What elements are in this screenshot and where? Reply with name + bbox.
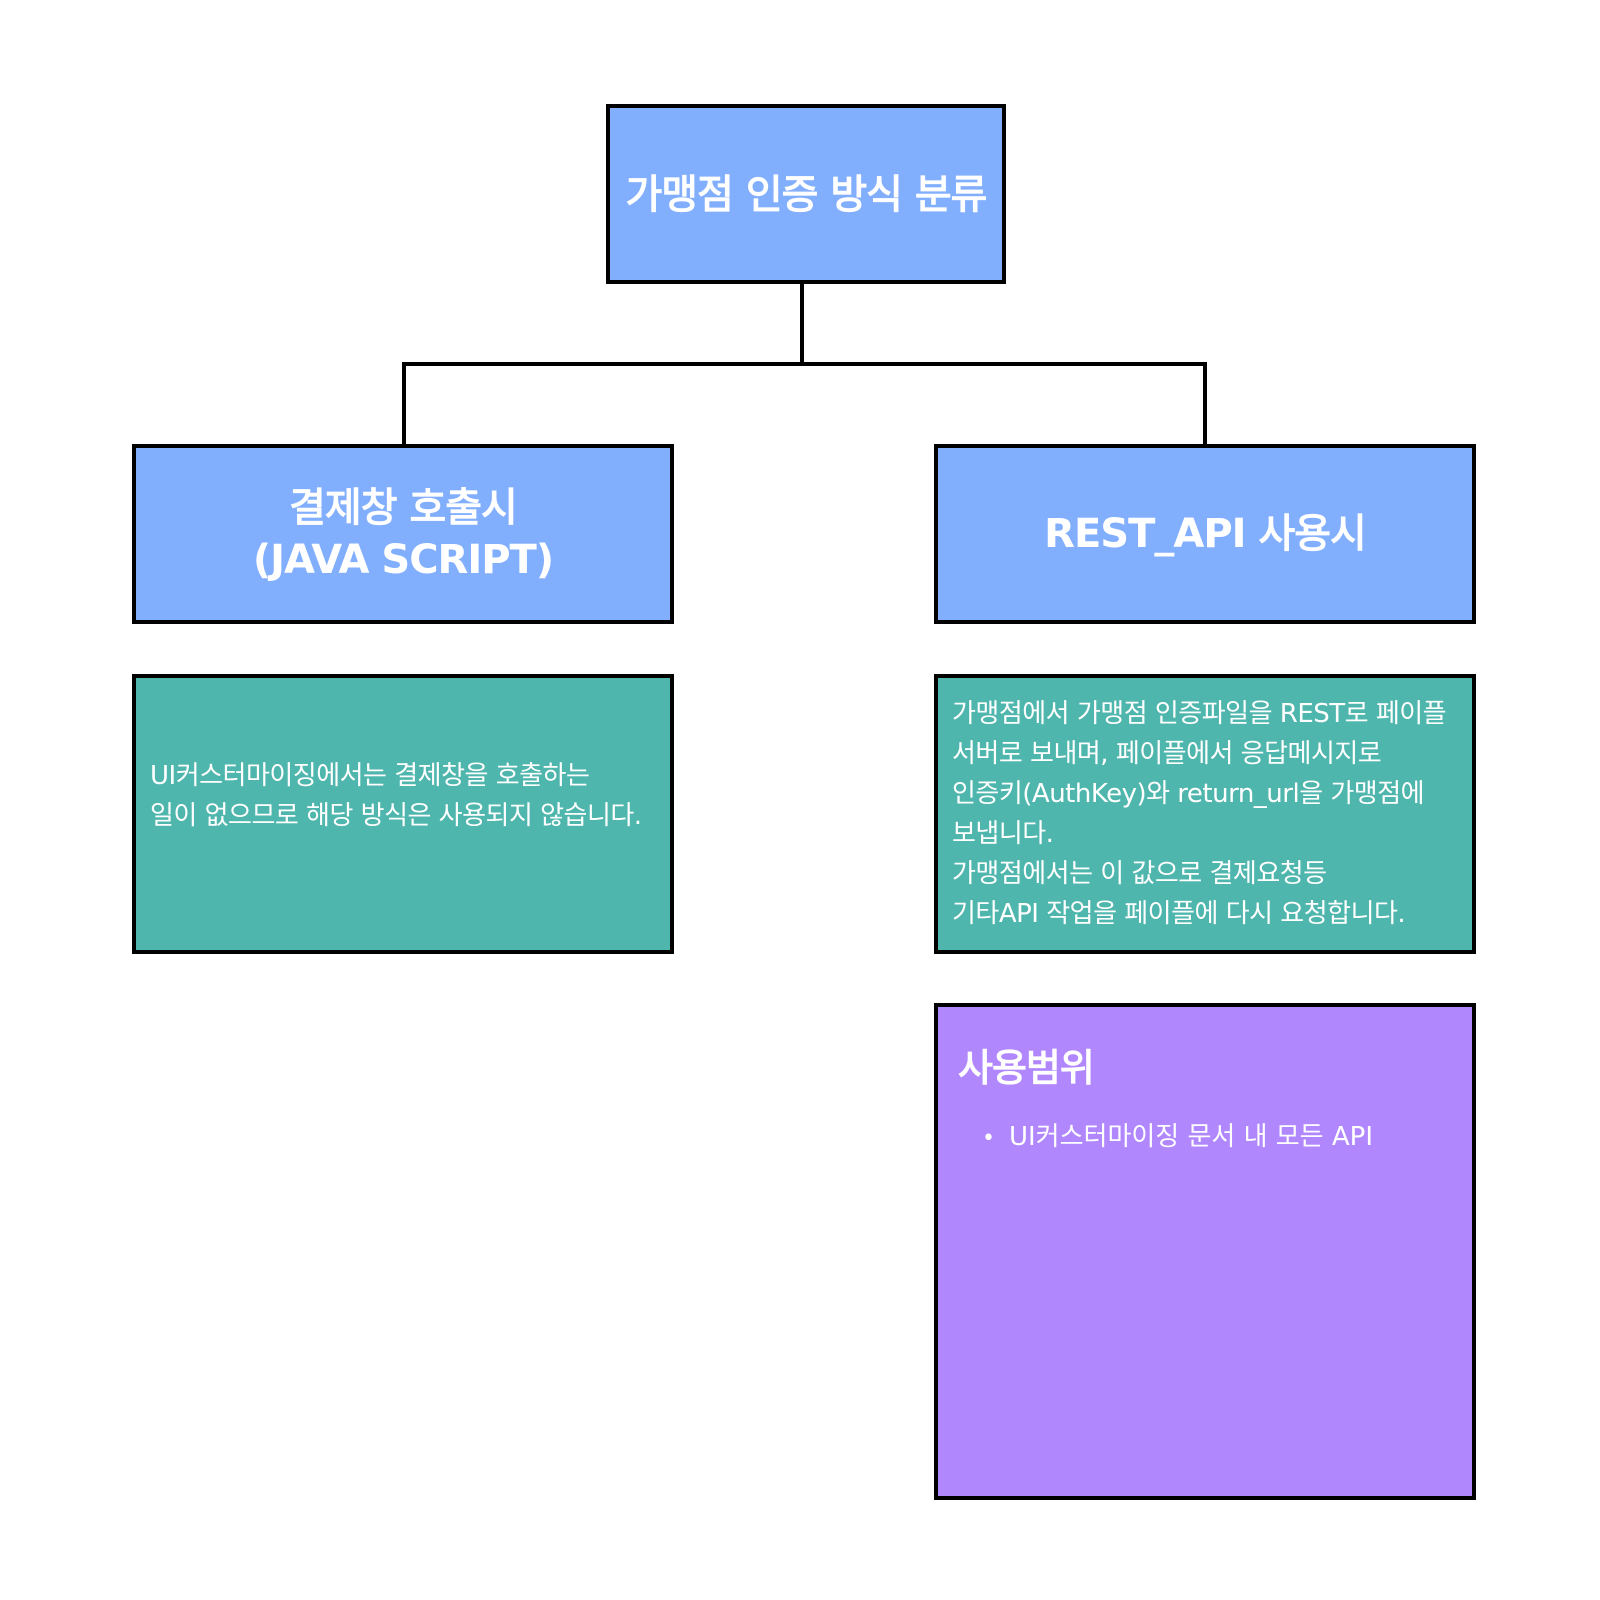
scope-title: 사용범위 (958, 1046, 1095, 1090)
branch-javascript-title: 결제창 호출시 (JAVA SCRIPT) (252, 485, 554, 583)
branch-rest-api-node: REST_API 사용시 (934, 444, 1476, 624)
connector-horizontal (402, 362, 1207, 366)
javascript-description-box: UI커스터마이징에서는 결제창을 호출하는 일이 없으므로 해당 방식은 사용되… (132, 674, 674, 954)
scope-box: 사용범위 UI커스터마이징 문서 내 모든 API (934, 1003, 1476, 1500)
scope-list: UI커스터마이징 문서 내 모든 API (982, 1119, 1373, 1157)
javascript-description: UI커스터마이징에서는 결제창을 호출하는 일이 없으므로 해당 방식은 사용되… (150, 761, 642, 831)
rest-api-description-box: 가맹점에서 가맹점 인증파일을 REST로 페이플 서버로 보내며, 페이플에서… (934, 674, 1476, 954)
root-title: 가맹점 인증 방식 분류 (625, 172, 988, 218)
root-node: 가맹점 인증 방식 분류 (606, 104, 1006, 284)
connector-root-down (800, 283, 804, 365)
rest-api-description: 가맹점에서 가맹점 인증파일을 REST로 페이플 서버로 보내며, 페이플에서… (952, 699, 1447, 929)
connector-left-down (402, 362, 406, 446)
connector-right-down (1203, 362, 1207, 446)
branch-rest-api-title: REST_API 사용시 (1044, 511, 1367, 557)
scope-list-item: UI커스터마이징 문서 내 모든 API (982, 1119, 1373, 1157)
branch-javascript-node: 결제창 호출시 (JAVA SCRIPT) (132, 444, 674, 624)
